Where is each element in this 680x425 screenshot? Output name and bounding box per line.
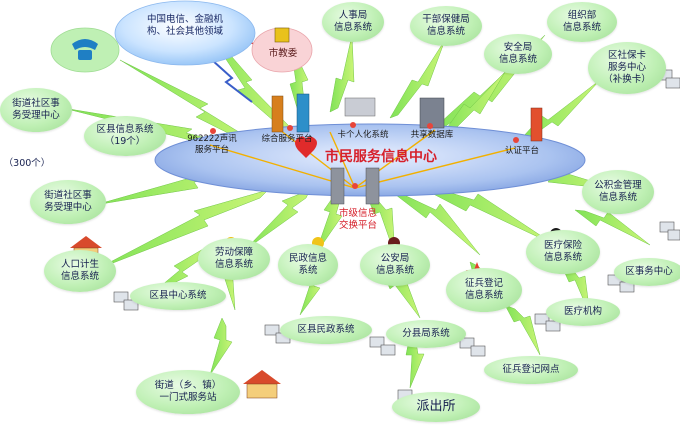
- link-bolt: [94, 189, 269, 271]
- platform-auth: 认证平台: [504, 146, 539, 156]
- node-street-office1: 街道社区事 务受理中心: [0, 88, 72, 132]
- node-street-office2: 街道社区事 务受理中心: [30, 180, 106, 224]
- node-organization: 组织部 信息系统: [547, 2, 617, 42]
- platform-card: 卡个人化系统: [337, 130, 389, 140]
- node-medical-insurance: 医疗保险 信息系统: [526, 230, 600, 274]
- node-education: 市教委: [268, 48, 298, 59]
- node-security-bureau: 安全局 信息系统: [484, 34, 552, 74]
- server-racks: [271, 93, 543, 205]
- node-telecom: 中国电信、金融机 构、社会其他领域: [146, 14, 223, 37]
- platform-integrated: 综合服务平台: [261, 134, 313, 144]
- node-fund: 公积金管理 信息系统: [582, 170, 654, 214]
- cloud-telecom: [114, 0, 256, 66]
- node-cadre: 干部保健局 信息系统: [410, 6, 482, 46]
- node-affairs: 区事务中心: [614, 258, 680, 286]
- computer-icons: [113, 69, 680, 408]
- node-hr: 人事局 信息系统: [322, 2, 384, 42]
- node-street-window: 街道（乡、镇） 一门式服务站: [136, 370, 240, 414]
- link-bolt: [389, 39, 446, 119]
- node-police: 公安局 信息系统: [360, 244, 430, 286]
- node-district-info: 区县信息系统 （19个）: [84, 116, 166, 156]
- red-dots: [210, 122, 519, 189]
- exchange-platform: 市级信息 交换平台: [338, 208, 377, 231]
- node-district-civil: 区县民政系统: [280, 316, 372, 344]
- node-branch-police: 分县局系统: [386, 320, 466, 348]
- node-count-label: （300个）: [3, 158, 51, 169]
- link-bolt: [504, 304, 541, 356]
- platform-962222: 962222声讯 服务平台: [187, 134, 237, 155]
- node-hospital: 医疗机构: [546, 298, 620, 326]
- node-district-center: 区县中心系统: [130, 282, 226, 310]
- center-title: 市民服务信息中心: [325, 149, 437, 165]
- platform-shared: 共享数据库: [410, 130, 454, 140]
- node-labor: 劳动保障 信息系统: [198, 238, 270, 280]
- phone-icon: [72, 39, 98, 60]
- node-conscription: 征兵登记 信息系统: [446, 268, 522, 312]
- link-bolt: [329, 34, 355, 113]
- node-social-card: 区社保卡 服务中心 （补换卡）: [588, 42, 666, 94]
- node-conscription-points: 征兵登记网点: [484, 356, 578, 384]
- link-bolt: [211, 59, 253, 103]
- node-civil: 民政信息 系统: [278, 244, 338, 286]
- node-population: 人口计生 信息系统: [44, 250, 116, 292]
- link-bolt: [209, 317, 233, 376]
- node-station: 派出所: [392, 392, 480, 422]
- education-icon: [274, 27, 290, 43]
- yellow-link: [329, 131, 356, 189]
